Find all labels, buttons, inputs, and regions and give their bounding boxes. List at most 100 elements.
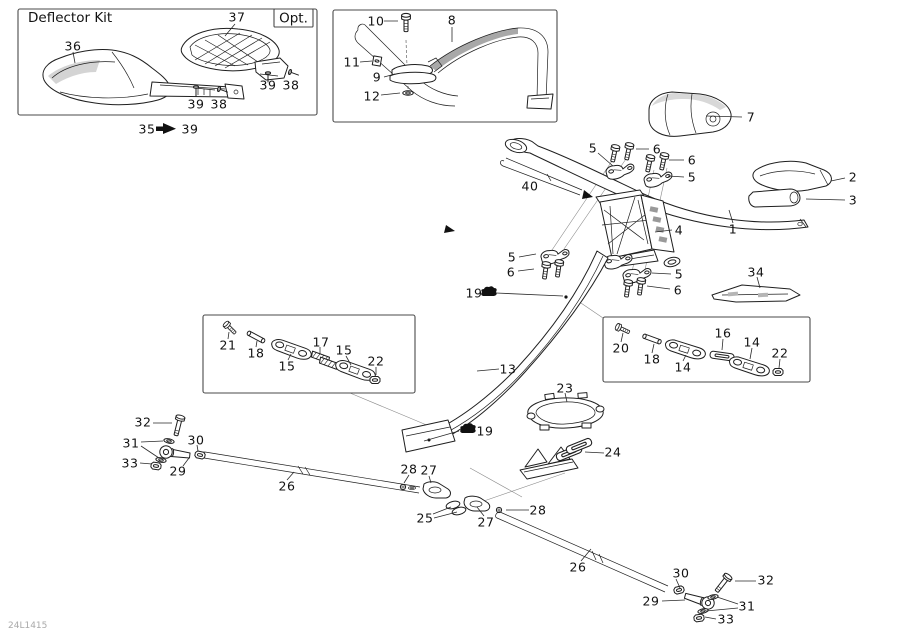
part-15-plate [269, 337, 314, 362]
part-28-washer [408, 486, 416, 490]
part-label-2: 2 [849, 170, 858, 185]
part-label-30: 30 [187, 433, 204, 448]
part-label-9: 9 [373, 70, 382, 85]
deflector-kit-title: Deflector Kit [28, 10, 112, 26]
part-3-grip [748, 188, 801, 208]
part-label-31: 31 [738, 599, 755, 614]
part-25-plates [445, 500, 467, 516]
position-arrow-icon [444, 225, 455, 233]
part-5-clamp [642, 169, 675, 190]
part-label-19: 19 [465, 286, 482, 301]
part-6-bolt [621, 141, 635, 162]
part-label-6: 6 [688, 153, 697, 168]
part-37-deflector-right [180, 27, 289, 81]
part-31-washer [706, 593, 720, 601]
part-9-riser-clamp-group [354, 23, 459, 107]
part-6-bolt [539, 260, 552, 280]
part-label-39: 39 [259, 78, 276, 93]
deflector-kit-box [17, 8, 318, 116]
part-18-spacer [641, 333, 663, 345]
part-label-40: 40 [521, 179, 538, 194]
part-label-39: 39 [187, 97, 204, 112]
part-label-5: 5 [675, 267, 684, 282]
part-18-spacer [245, 330, 267, 344]
part-label-38: 38 [282, 78, 299, 93]
part-label-21: 21 [219, 338, 236, 353]
part-label-5: 5 [508, 250, 517, 265]
clamp-plates-box-left [202, 314, 416, 394]
part-label-22: 22 [771, 346, 788, 361]
grease-mark-icon [481, 286, 497, 296]
part-label-28: 28 [529, 503, 546, 518]
part-label-20: 20 [612, 341, 629, 356]
part-27-link [422, 481, 451, 499]
part-label-34: 34 [747, 265, 764, 280]
part-29-tie-rod-end [682, 590, 717, 612]
clamp-plates-box-right [602, 316, 811, 383]
part-13-steering-column [401, 250, 609, 453]
leader-lines [72, 20, 846, 620]
part-label-33: 33 [121, 456, 138, 471]
part-label-39: 39 [181, 122, 198, 137]
part-28-bolt [399, 483, 407, 491]
part-14-plate [727, 355, 772, 378]
part-label-13: 13 [499, 362, 516, 377]
part-23-gasket [526, 392, 605, 431]
part-label-10: 10 [367, 14, 384, 29]
part-label-6: 6 [653, 142, 662, 157]
part-label-17: 17 [312, 335, 329, 350]
part-label-5: 5 [688, 170, 697, 185]
part-33-nut [150, 461, 162, 471]
part-label-4: 4 [675, 223, 684, 238]
part-6-bolt [552, 258, 565, 278]
part-label-11: 11 [343, 55, 360, 70]
part-label-26: 26 [569, 560, 586, 575]
part-7-handlebar-pad [648, 91, 732, 137]
part-31-washer [162, 437, 176, 445]
part-label-31: 31 [122, 436, 139, 451]
part-6-bolt [621, 278, 634, 298]
part-label-27: 27 [420, 463, 437, 478]
part-label-30: 30 [672, 566, 689, 581]
part-label-26: 26 [278, 479, 295, 494]
part-label-36: 36 [64, 39, 81, 54]
part-label-14: 14 [674, 360, 691, 375]
doc-code: 24L1415 [8, 621, 47, 631]
part-label-6: 6 [674, 283, 683, 298]
part-label-23: 23 [556, 381, 573, 396]
part-11-square-nut [371, 55, 383, 67]
part-label-24: 24 [604, 445, 621, 460]
part-label-28: 28 [400, 462, 417, 477]
range-arrow-icon [156, 123, 176, 134]
part-label-5: 5 [589, 141, 598, 156]
part-label-7: 7 [747, 110, 756, 125]
part-12-washer [402, 90, 414, 96]
part-1-handlebar [504, 138, 809, 231]
part-21-bolt [221, 319, 239, 337]
part-label-29: 29 [642, 594, 659, 609]
part-label-18: 18 [247, 346, 264, 361]
opt-badge: Opt. [279, 11, 308, 27]
part-36-deflector-left [42, 49, 245, 106]
part-27-link [463, 495, 491, 512]
part-22-nut [772, 368, 784, 376]
part-6-bolt [634, 276, 647, 296]
part-22-nut [369, 376, 381, 384]
part-label-3: 3 [849, 193, 858, 208]
part-label-6: 6 [507, 265, 516, 280]
part-label-33: 33 [717, 612, 734, 627]
part-26-tie-rod-right [495, 511, 669, 593]
part-label-1: 1 [729, 222, 738, 237]
part-label-19: 19 [476, 424, 493, 439]
part-label-32: 32 [134, 415, 151, 430]
part-10-bolt [401, 12, 411, 33]
part-26-tie-rod-left [201, 451, 421, 494]
part-32-bolt [171, 413, 186, 438]
part-8-hook [427, 27, 554, 110]
part-label-38: 38 [210, 97, 227, 112]
part-label-35: 35 [138, 122, 155, 137]
part-label-12: 12 [363, 89, 380, 104]
